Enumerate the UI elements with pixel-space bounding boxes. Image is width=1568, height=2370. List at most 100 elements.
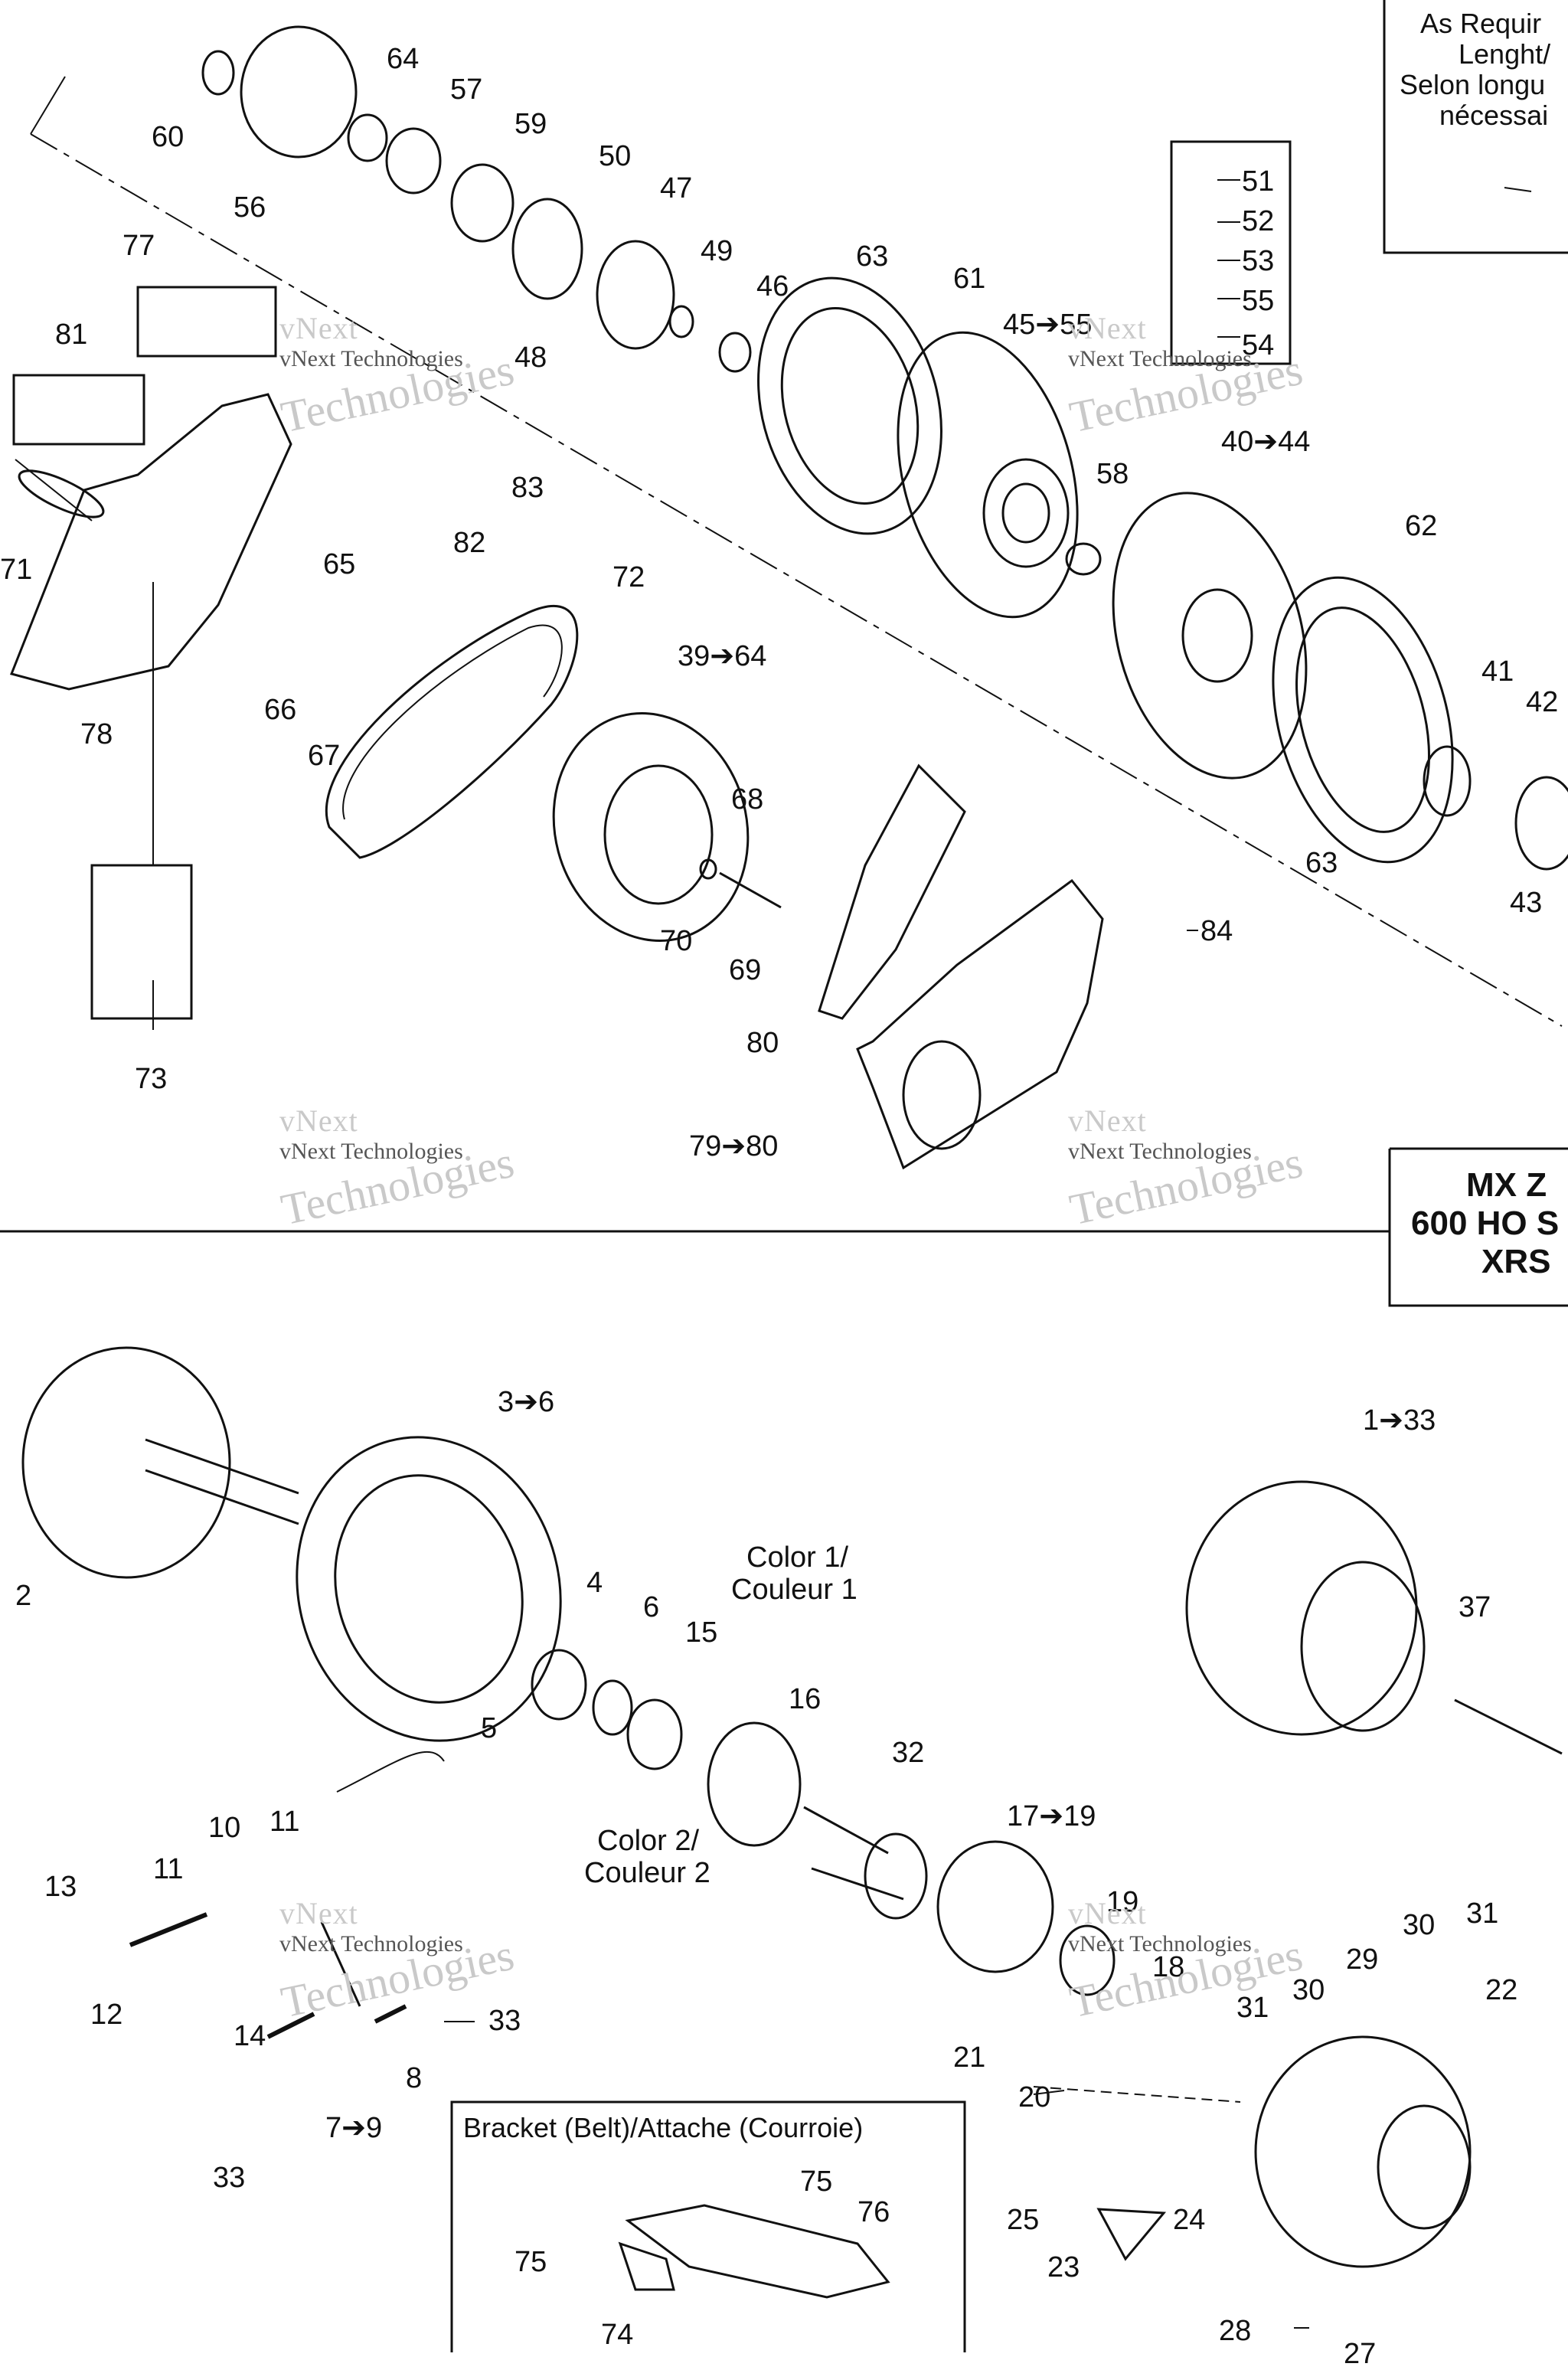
bolt-69 — [719, 871, 782, 909]
ring-64 — [347, 113, 388, 162]
ring-50 — [511, 198, 583, 300]
callout: 57 — [450, 74, 483, 106]
callout: 53 — [1242, 245, 1275, 277]
bracket-76 — [625, 2204, 890, 2299]
callout: 76 — [858, 2196, 890, 2228]
color-1-label-fr: Couleur 1 — [731, 1574, 858, 1606]
callout: 2 — [15, 1580, 32, 1612]
axis-line — [30, 133, 1563, 1027]
callout: 66 — [264, 694, 297, 726]
callout: 40➔44 — [1221, 426, 1311, 458]
bushing-18 — [1059, 1924, 1116, 1996]
callout: 56 — [234, 191, 266, 224]
ring-41 — [1423, 745, 1472, 817]
callout: 51 — [1242, 165, 1275, 198]
arm-23 — [1096, 2208, 1167, 2261]
note-as-required: As Requir — [1420, 8, 1542, 39]
callout: 70 — [660, 925, 693, 957]
callout: 33 — [488, 2005, 521, 2037]
callout: 48 — [514, 342, 547, 374]
sleeve-32 — [803, 1806, 904, 1901]
spider-40 — [1112, 492, 1308, 780]
callout: 17➔19 — [1007, 1800, 1096, 1832]
callout: 1➔33 — [1363, 1404, 1436, 1437]
callout: 29 — [1346, 1943, 1379, 1976]
callout: 31 — [1236, 1992, 1269, 2024]
pin-14 — [266, 2012, 315, 2039]
callout: 28 — [1219, 2315, 1252, 2347]
callout: 62 — [1405, 510, 1438, 542]
ring-6 — [592, 1679, 633, 1736]
belt-guard-78 — [9, 393, 292, 691]
callout: 32 — [892, 1737, 925, 1769]
cover-79 — [856, 878, 1104, 1170]
callout: 64 — [387, 43, 420, 75]
callout: 30 — [1292, 1974, 1325, 2006]
washer-15 — [626, 1698, 683, 1770]
callout: 69 — [729, 954, 762, 986]
spring-16 — [707, 1721, 802, 1847]
callout: 55 — [1242, 285, 1275, 317]
bolt-37 — [1454, 1698, 1563, 1755]
callout: 63 — [856, 240, 889, 273]
callout: 60 — [152, 121, 185, 153]
belt-72 — [325, 605, 579, 859]
callout: 74 — [601, 2319, 634, 2351]
note-necessaire: nécessai — [1439, 100, 1549, 131]
callout: 71 — [0, 554, 33, 586]
callout: 81 — [55, 319, 88, 351]
callout: 63 — [1305, 847, 1338, 879]
callout: 80 — [746, 1027, 779, 1059]
callout: 10 — [208, 1812, 241, 1844]
washer-58 — [1065, 542, 1102, 576]
callout: 3➔6 — [498, 1386, 555, 1418]
callout: 47 — [660, 172, 693, 204]
callout: 11 — [270, 1806, 300, 1838]
callout: 73 — [135, 1063, 168, 1095]
model-line-3: XRS — [1481, 1243, 1551, 1280]
callout: 42 — [1526, 686, 1559, 718]
sleeve-47 — [596, 240, 675, 350]
callout: 12 — [90, 1999, 123, 2031]
callout: 19 — [1106, 1886, 1139, 1918]
callout: 11 — [153, 1853, 184, 1885]
ring-60 — [201, 50, 235, 96]
housing-56 — [240, 25, 358, 159]
governor-17 — [936, 1840, 1054, 1973]
callout: 8 — [406, 2062, 423, 2094]
callout: 23 — [1047, 2251, 1080, 2283]
spring-59 — [450, 163, 514, 243]
callout: 78 — [80, 718, 113, 750]
callout: 21 — [953, 2041, 986, 2074]
callout: 58 — [1096, 458, 1129, 490]
color-1-label: Color 1/ — [746, 1541, 849, 1574]
callout: 18 — [1152, 1951, 1185, 1983]
callout: 7➔9 — [325, 2112, 383, 2144]
bearing-57 — [385, 127, 442, 195]
washer-68 — [699, 858, 717, 880]
pin-12 — [129, 1912, 208, 1947]
callout: 52 — [1242, 205, 1275, 237]
note-box-border — [1383, 0, 1568, 254]
cover-80 — [818, 763, 966, 1020]
pin-8 — [374, 2004, 407, 2024]
callout: 61 — [953, 263, 986, 295]
callout: 67 — [308, 740, 341, 772]
ring-49 — [668, 305, 694, 338]
bracket-box-border — [450, 2100, 966, 2352]
cover-22 — [1254, 2035, 1472, 2268]
arm-7 — [320, 1921, 361, 2007]
callout: 68 — [731, 783, 764, 816]
model-line-2: 600 HO S — [1411, 1205, 1560, 1242]
callout: 43 — [1510, 887, 1543, 919]
clutch-assembly-1 — [1185, 1480, 1418, 1736]
model-line-1: MX Z — [1466, 1166, 1547, 1204]
callout: 84 — [1200, 915, 1233, 947]
label-77 — [136, 286, 277, 358]
callout: 4 — [586, 1567, 603, 1599]
bolt-stack-box — [1170, 140, 1292, 365]
sheave-2 — [21, 1346, 231, 1579]
label-81 — [12, 374, 145, 446]
callout: 20 — [1018, 2081, 1051, 2113]
callout: 77 — [122, 230, 155, 262]
